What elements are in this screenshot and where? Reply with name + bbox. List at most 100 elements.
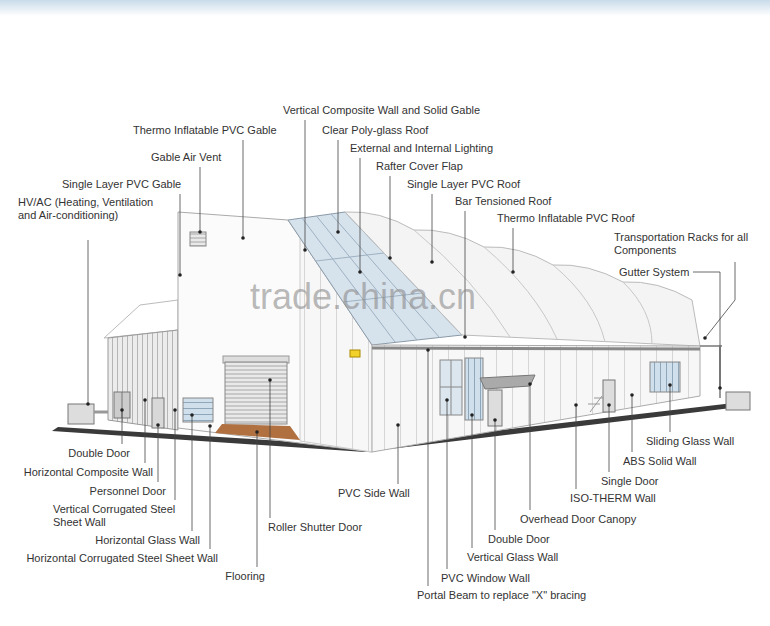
part-label: Sliding Glass Wall	[646, 435, 734, 448]
lighting-part	[350, 350, 360, 357]
leader-dots-part	[574, 403, 578, 407]
side-wall-part	[588, 396, 604, 412]
side-wall-part	[440, 360, 462, 415]
part-label: HV/AC (Heating, Ventilation and Air-cond…	[18, 196, 168, 222]
leader-dots-part	[668, 383, 672, 387]
leader-dots-part	[178, 273, 182, 277]
part-label: Clear Poly-glass Roof	[322, 124, 428, 137]
leader-lines-part	[360, 158, 361, 272]
side-wall-part	[440, 387, 462, 388]
leader-dots-part	[511, 270, 515, 274]
leader-dots-part	[493, 418, 497, 422]
hvac-unit-right-part	[726, 392, 750, 410]
part-label: Personnel Door	[90, 485, 166, 498]
leader-lines-part	[338, 140, 339, 232]
leader-lines-part	[270, 380, 271, 518]
leader-lines-part	[670, 385, 671, 432]
part-label: Flooring	[225, 570, 265, 583]
leader-dots-part	[630, 393, 634, 397]
leader-lines-part	[145, 400, 146, 463]
leader-lines-part	[243, 140, 244, 238]
leader-dots-part	[607, 403, 611, 407]
leader-dots-part	[703, 336, 707, 340]
leader-lines-part	[465, 211, 466, 337]
main-roof-part	[484, 247, 557, 339]
leader-lines-part	[693, 272, 720, 388]
gable-end-part	[190, 232, 206, 246]
leader-dots-part	[336, 230, 340, 234]
hvac-unit	[68, 404, 108, 424]
leader-lines-part	[398, 425, 399, 484]
leader-dots-part	[388, 256, 392, 260]
leader-lines-part	[513, 228, 514, 272]
leader-lines-part	[180, 194, 181, 275]
leader-dots-part	[463, 335, 467, 339]
leader-dots-part	[445, 398, 449, 402]
leader-dots-part	[303, 248, 307, 252]
leader-lines-part	[447, 400, 448, 569]
leader-dots-part	[268, 378, 272, 382]
side-wall-part	[372, 348, 700, 349]
leader-dots-part	[120, 408, 124, 412]
leader-lines-part	[432, 194, 433, 262]
leader-dots-part	[430, 260, 434, 264]
watermark: trade.china.cn	[250, 277, 476, 317]
left-wing-part	[108, 330, 178, 430]
leader-lines-part	[88, 240, 89, 404]
part-label: Single Layer PVC Gable	[62, 178, 181, 191]
gable-end-part	[215, 424, 300, 440]
leader-dots-part	[86, 402, 90, 406]
leader-dots-part	[143, 398, 147, 402]
left-wing-part	[152, 398, 164, 428]
part-label: Portal Beam to replace "X" bracing	[417, 589, 586, 602]
part-label: Overhead Door Canopy	[520, 513, 636, 526]
leader-lines-part	[495, 420, 496, 530]
part-label: Horizontal Corrugated Steel Sheet Wall	[26, 552, 218, 565]
part-label: PVC Side Wall	[338, 487, 410, 500]
part-label: Single Door	[601, 475, 658, 488]
leader-lines-part	[200, 167, 201, 232]
part-label: Double Door	[68, 447, 130, 460]
leader-dots-part	[718, 386, 722, 390]
side-wall-part	[488, 390, 502, 426]
part-label: Horizontal Glass Wall	[95, 534, 200, 547]
leader-dots-part	[241, 236, 245, 240]
hvac-unit-part	[68, 404, 94, 424]
part-label: Thermo Inflatable PVC Gable	[133, 124, 277, 137]
side-wall-part	[650, 362, 680, 392]
main-roof-part	[553, 265, 605, 342]
leader-dots-part	[198, 230, 202, 234]
leader-dots-part	[156, 423, 160, 427]
part-label: ABS Solid Wall	[623, 455, 697, 468]
hvac-unit-part	[94, 411, 108, 414]
leader-lines-part	[609, 405, 610, 472]
leader-dots	[86, 230, 722, 434]
side-wall-part	[700, 345, 722, 347]
leader-lines-part	[390, 176, 391, 258]
leader-lines-part	[257, 432, 258, 567]
part-label: ISO-THERM Wall	[570, 492, 656, 505]
leader-dots-part	[470, 413, 474, 417]
part-label: External and Internal Lighting	[350, 142, 493, 155]
leader-dots-part	[255, 430, 259, 434]
leader-lines-part	[305, 120, 306, 250]
gable-end-part	[225, 362, 287, 424]
part-label: Gutter System	[619, 266, 689, 279]
leader-dots-part	[358, 270, 362, 274]
left-wing	[104, 300, 178, 430]
side-wall-part	[480, 375, 535, 389]
part-label: Horizontal Composite Wall	[24, 466, 153, 479]
leader-lines	[88, 120, 735, 586]
leader-lines-part	[175, 410, 176, 500]
leader-lines-part	[210, 426, 211, 549]
leader-lines-part	[472, 415, 473, 548]
leader-lines-part	[576, 405, 577, 489]
leader-lines-part	[158, 425, 159, 482]
leader-lines-part	[428, 350, 429, 586]
glass-roof-part	[316, 253, 384, 261]
part-label: Vertical Composite Wall and Solid Gable	[283, 104, 480, 117]
lighting	[350, 350, 360, 357]
part-label: Single Layer PVC Roof	[407, 178, 520, 191]
